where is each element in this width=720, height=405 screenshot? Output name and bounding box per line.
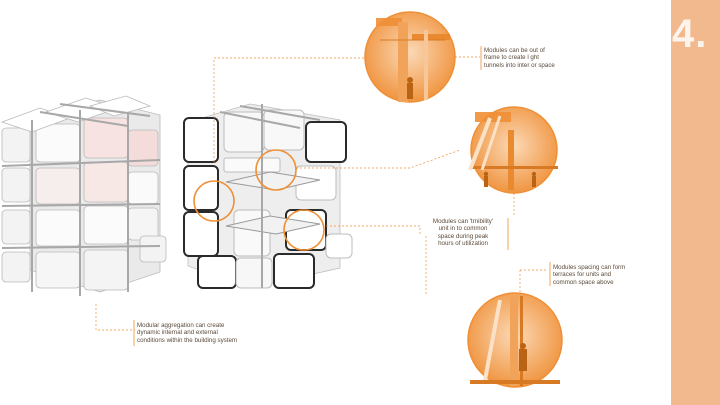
detail-circle-common-space — [468, 106, 558, 194]
leader-lines — [95, 57, 461, 331]
note-common-space: Modules can 'trnibility' unit in to comm… — [432, 218, 494, 248]
page-side-bar — [671, 0, 720, 405]
modular-building-right — [183, 103, 353, 289]
page-number: 4. — [672, 12, 708, 56]
note-terraces: Modules spacing can form terraces for un… — [553, 264, 626, 286]
note-brackets — [133, 46, 551, 346]
highlight-circles — [193, 149, 325, 251]
detail-circle-terraces — [467, 292, 563, 388]
note-light-tunnels: Modules can be out of frame to create l … — [484, 47, 555, 69]
circle-connectors — [455, 56, 548, 293]
note-aggregation: Modular aggregation can create dynamic i… — [137, 322, 238, 344]
detail-circle-light-tunnel — [364, 11, 456, 103]
modular-building-left — [0, 95, 167, 296]
